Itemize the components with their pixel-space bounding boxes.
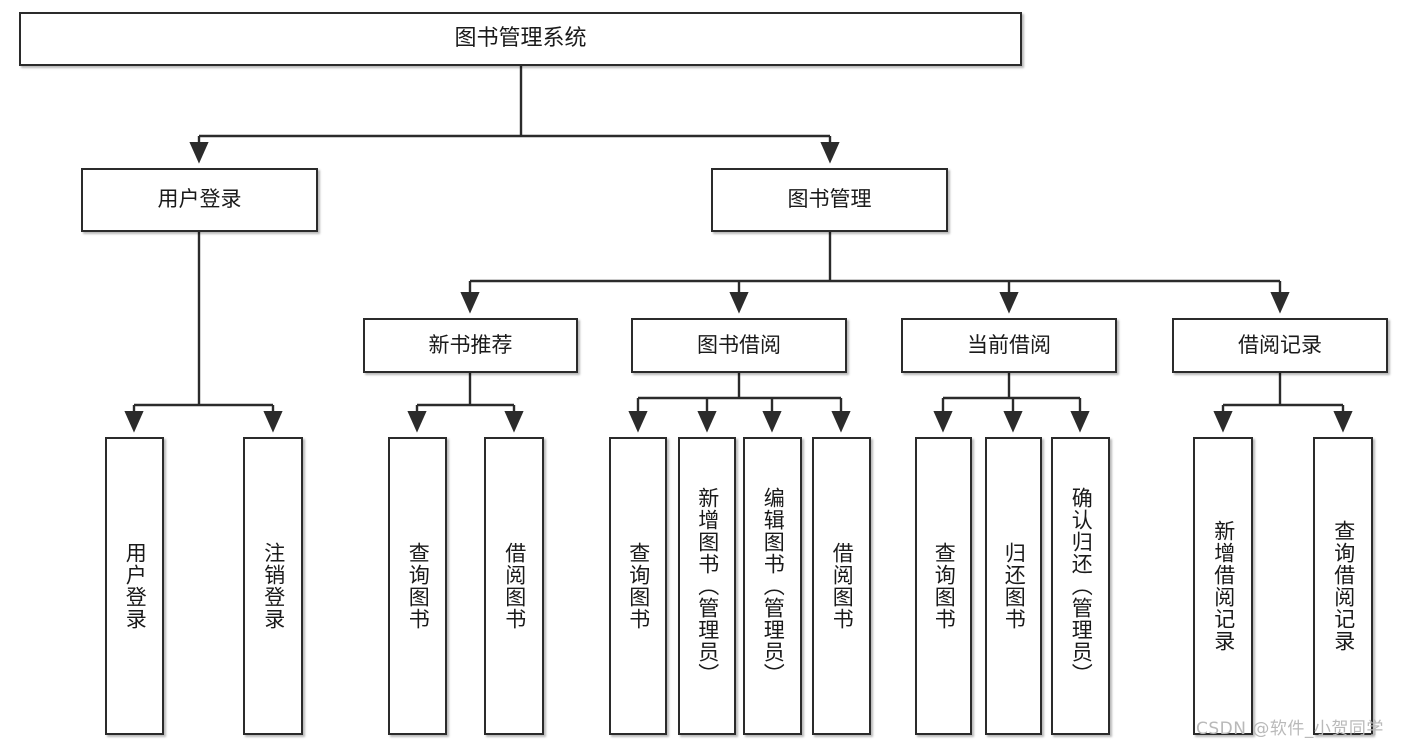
csdn-watermark: CSDN @软件_小贺同学 [1196, 719, 1384, 739]
leaf-current-borrow-query[interactable]: 查询图书 [915, 437, 972, 735]
leaf-borrow-record-add[interactable]: 新增借阅记录 [1193, 437, 1253, 735]
node-borrow-record[interactable]: 借阅记录 [1172, 318, 1388, 373]
node-label: 借阅记录 [1238, 332, 1322, 357]
node-label: 图书借阅 [697, 332, 781, 357]
leaf-new-book-borrow[interactable]: 借阅图书 [484, 437, 544, 735]
leaf-user-login-logout[interactable]: 注销登录 [243, 437, 303, 735]
leaf-book-borrow-add[interactable]: 新增图书（管理员） [678, 437, 736, 735]
node-label: 新增借阅记录 [1211, 520, 1236, 652]
leaf-borrow-record-query[interactable]: 查询借阅记录 [1313, 437, 1373, 735]
node-user-login[interactable]: 用户登录 [81, 168, 318, 232]
node-label: 当前借阅 [967, 332, 1051, 357]
node-label: 注销登录 [261, 542, 286, 630]
node-label: 图书管理系统 [454, 25, 587, 51]
node-label: 新增图书（管理员） [695, 487, 720, 685]
leaf-book-borrow-query[interactable]: 查询图书 [609, 437, 667, 735]
node-label: 确认归还（管理员） [1069, 487, 1094, 685]
leaf-new-book-query[interactable]: 查询图书 [388, 437, 447, 735]
node-root-system[interactable]: 图书管理系统 [19, 12, 1022, 66]
node-label: 查询图书 [932, 542, 957, 630]
node-book-borrow[interactable]: 图书借阅 [631, 318, 847, 373]
node-current-borrow[interactable]: 当前借阅 [901, 318, 1117, 373]
node-new-book-recommend[interactable]: 新书推荐 [363, 318, 578, 373]
leaf-book-borrow-edit[interactable]: 编辑图书（管理员） [743, 437, 802, 735]
node-label: 借阅图书 [502, 542, 527, 630]
node-label: 借阅图书 [830, 542, 855, 630]
node-label: 查询图书 [626, 542, 651, 630]
node-label: 归还图书 [1002, 542, 1027, 630]
node-book-management[interactable]: 图书管理 [711, 168, 948, 232]
node-label: 查询借阅记录 [1331, 520, 1356, 652]
node-label: 查询图书 [406, 542, 431, 630]
leaf-book-borrow-borrow[interactable]: 借阅图书 [812, 437, 871, 735]
node-label: 图书管理 [787, 187, 872, 212]
leaf-current-borrow-return[interactable]: 归还图书 [985, 437, 1042, 735]
node-label: 编辑图书（管理员） [761, 487, 786, 685]
leaf-current-borrow-confirm[interactable]: 确认归还（管理员） [1051, 437, 1110, 735]
node-label: 新书推荐 [428, 332, 513, 357]
node-label: 用户登录 [157, 187, 242, 212]
node-label: 用户登录 [123, 542, 148, 630]
leaf-user-login-login[interactable]: 用户登录 [105, 437, 164, 735]
